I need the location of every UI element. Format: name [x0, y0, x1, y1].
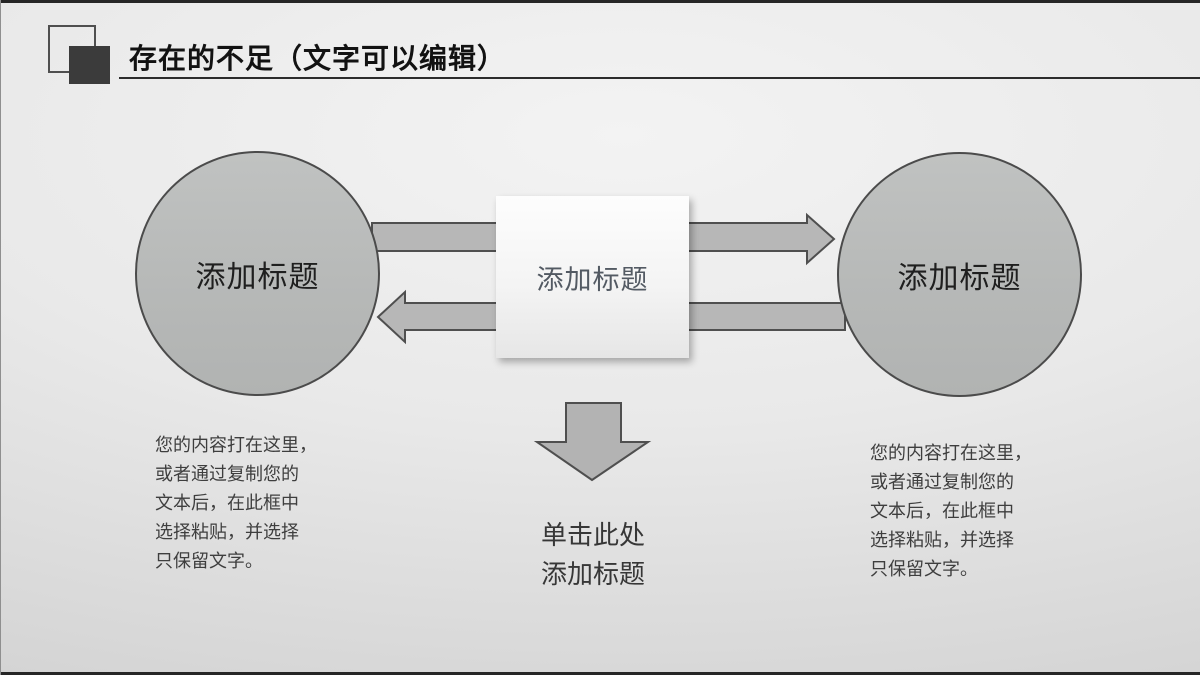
left-circle-placeholder[interactable]: 添加标题 [135, 151, 380, 396]
slide-bottom-edge [0, 672, 1200, 675]
caption-line-2: 添加标题 [540, 559, 645, 589]
right-circle-label: 添加标题 [897, 261, 1022, 295]
slide-top-edge [0, 0, 1200, 3]
left-note-text[interactable]: 您的内容打在这里，或者通过复制您的文本后，在此框中选择粘贴，并选择只保留文字。 [155, 435, 317, 571]
down-arrow-shape [533, 402, 652, 482]
slide-title[interactable]: 存在的不足（文字可以编辑） [129, 43, 507, 74]
center-box-placeholder[interactable]: 添加标题 [496, 196, 689, 358]
title-underline [119, 77, 1200, 79]
caption-line-1: 单击此处 [540, 520, 645, 550]
right-note-text[interactable]: 您的内容打在这里，或者通过复制您的文本后，在此框中选择粘贴，并选择只保留文字。 [870, 443, 1032, 579]
left-circle-label: 添加标题 [195, 260, 320, 294]
caption-placeholder[interactable]: 单击此处 添加标题 [472, 516, 714, 594]
slide-left-edge [0, 0, 1, 675]
center-box-label: 添加标题 [536, 264, 649, 295]
title-filled-square-icon [69, 46, 110, 84]
right-circle-placeholder[interactable]: 添加标题 [837, 152, 1082, 397]
